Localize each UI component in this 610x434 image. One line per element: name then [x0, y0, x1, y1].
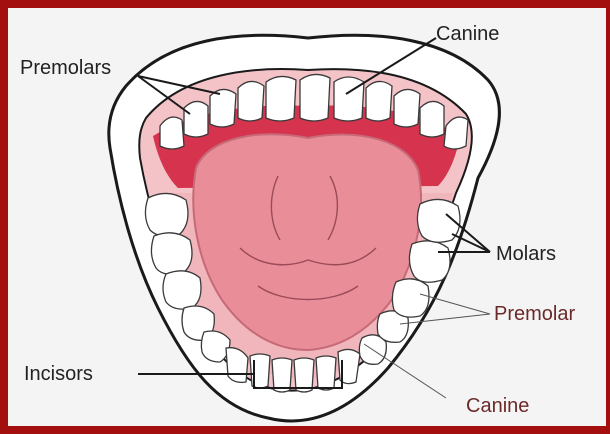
label-premolars-top: Premolars: [20, 57, 111, 79]
label-canine-top: Canine: [436, 23, 499, 45]
lower-tooth: [392, 279, 429, 317]
upper-tooth: [266, 76, 296, 121]
upper-tooth: [160, 117, 184, 149]
upper-tooth: [420, 101, 444, 137]
lower-tooth: [294, 358, 314, 392]
upper-tooth: [334, 77, 364, 121]
lower-tooth: [201, 331, 230, 362]
upper-tooth: [300, 74, 330, 121]
label-incisors: Incisors: [24, 363, 93, 385]
upper-tooth: [210, 89, 236, 127]
lower-tooth: [316, 356, 336, 390]
label-canine-bottom: Canine: [466, 395, 529, 417]
label-premolar-right: Premolar: [494, 303, 575, 325]
mouth-diagram: Premolars Canine Molars Premolar Incisor…: [8, 8, 610, 434]
lower-tooth: [272, 358, 292, 392]
upper-tooth: [184, 101, 208, 137]
lower-tooth: [151, 233, 192, 274]
upper-tooth: [366, 81, 392, 121]
label-molars: Molars: [496, 243, 556, 265]
lower-tooth: [163, 271, 201, 309]
lower-tooth: [409, 241, 450, 282]
upper-tooth: [238, 81, 264, 121]
lower-tooth: [145, 193, 188, 236]
upper-tooth: [394, 89, 420, 127]
